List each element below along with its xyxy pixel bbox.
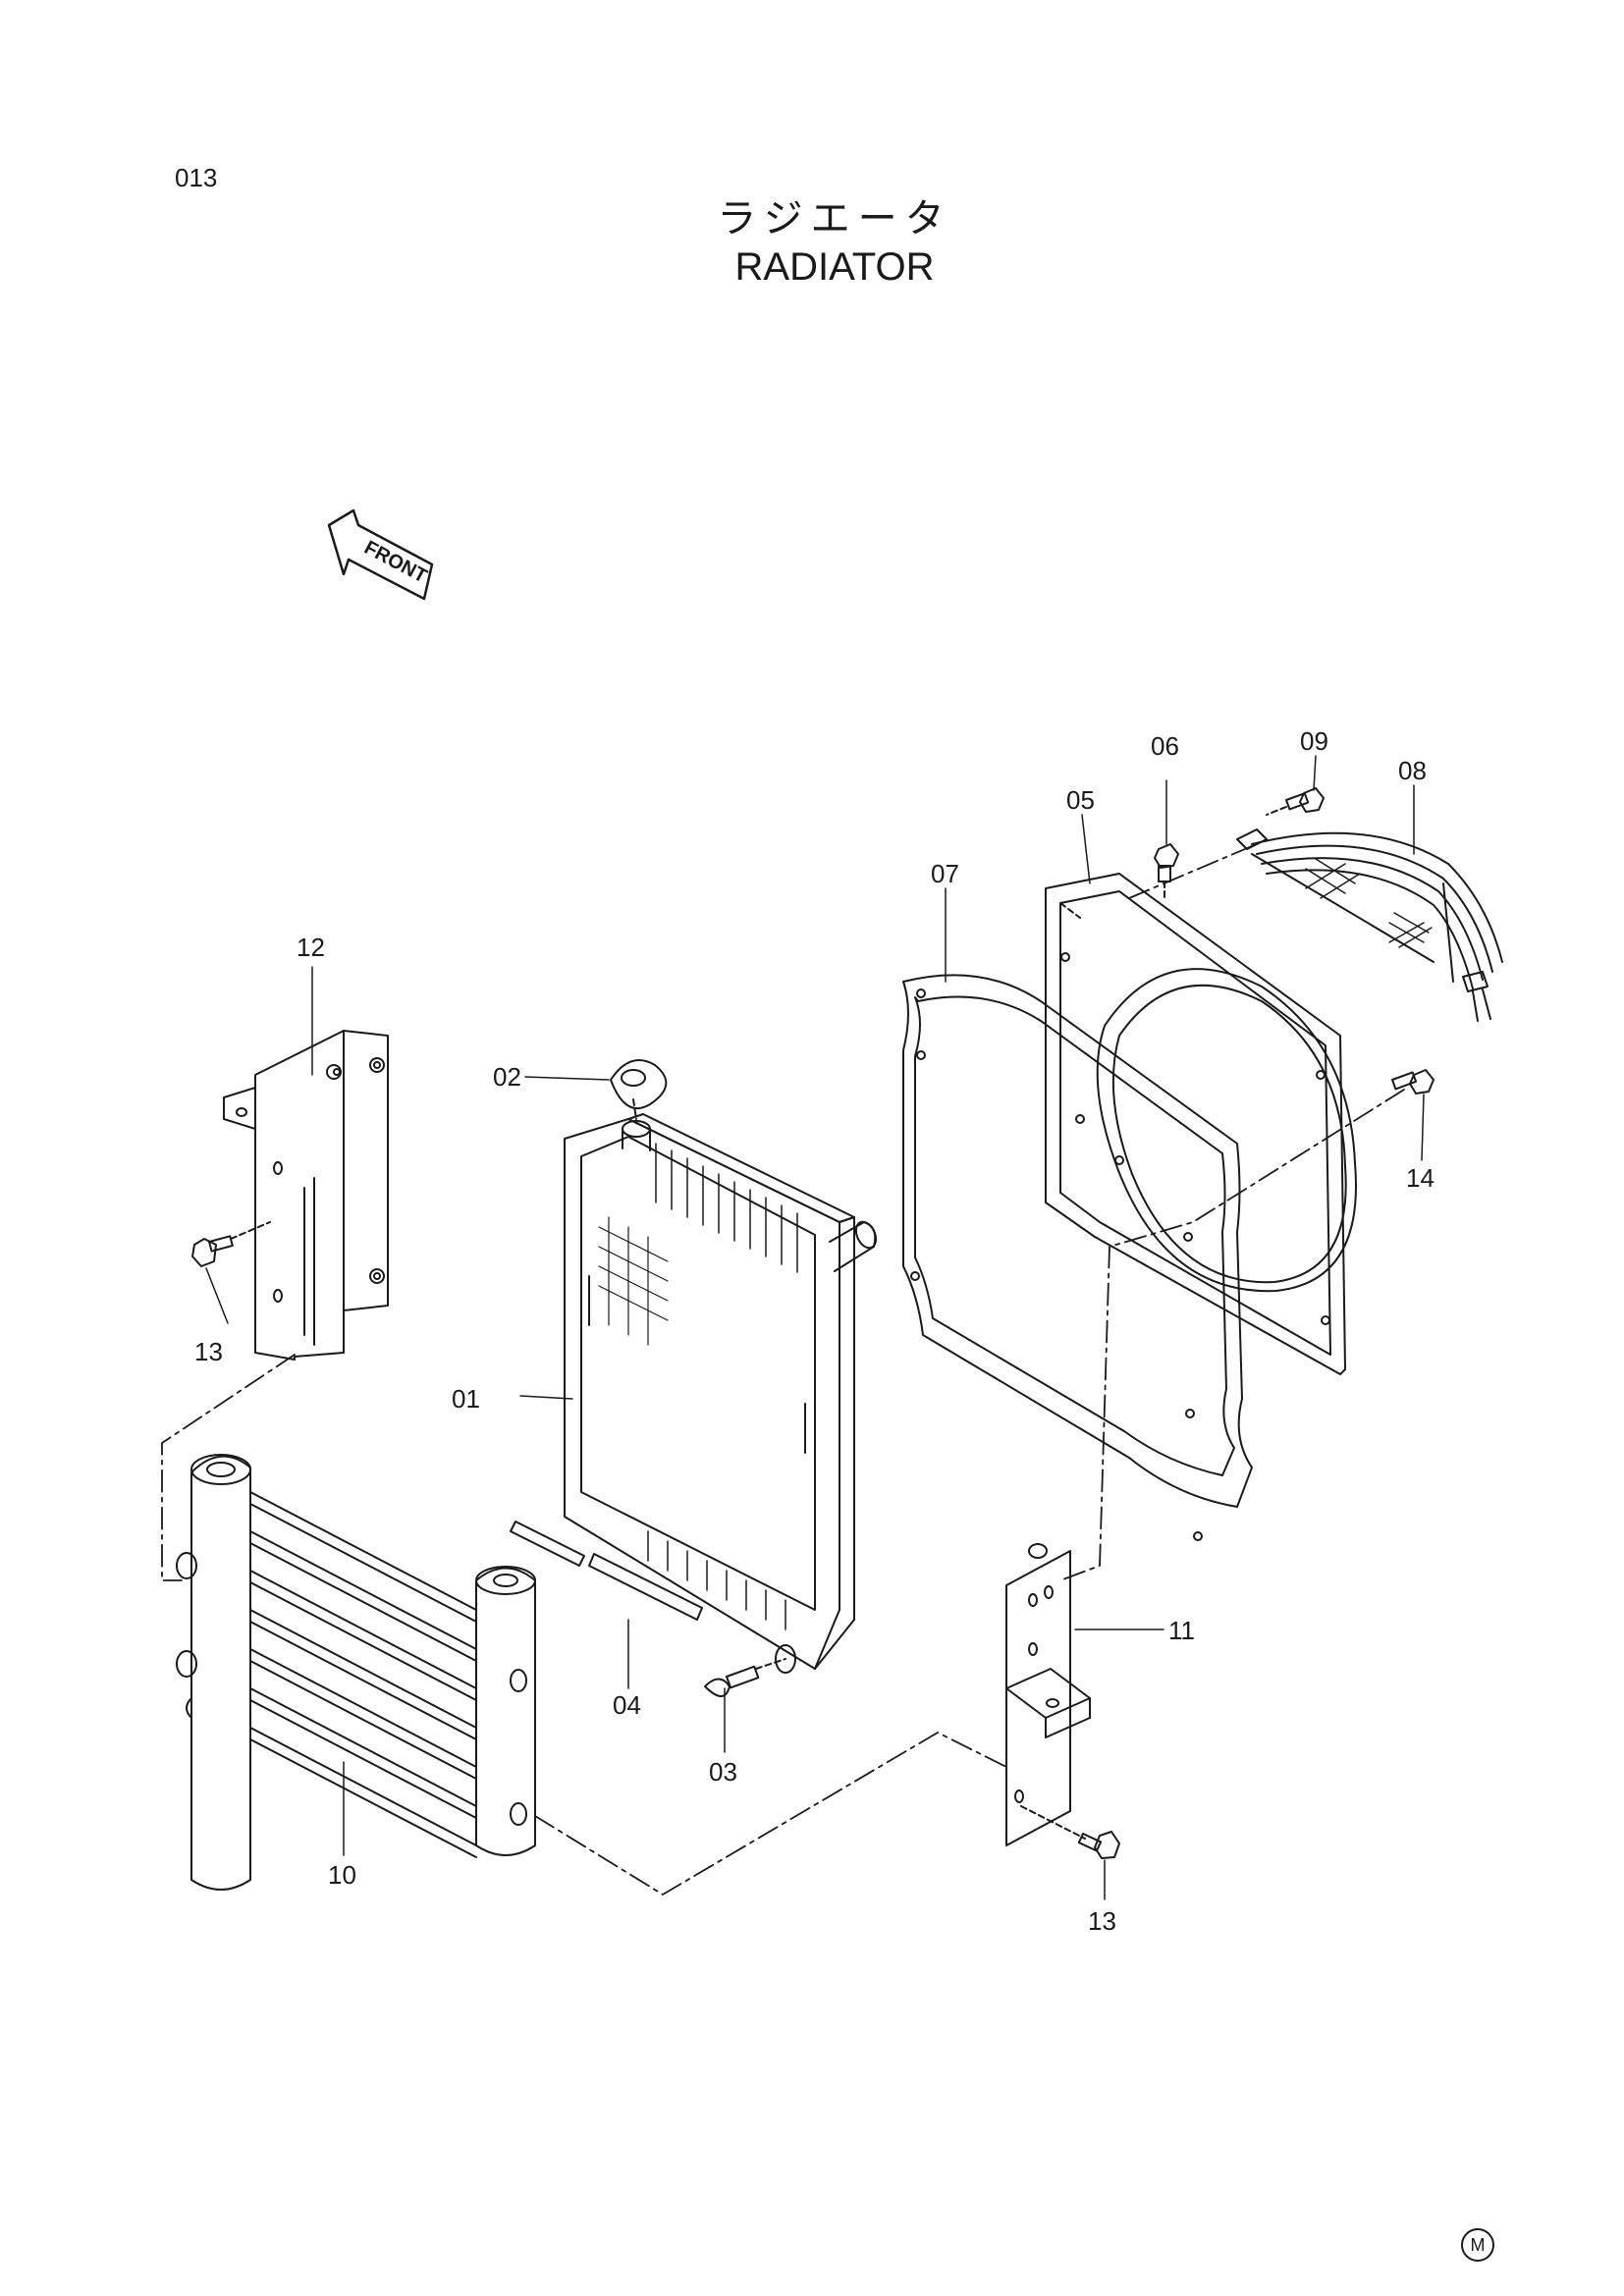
part-13-bolt-left xyxy=(192,1222,270,1266)
part-10-oil-cooler xyxy=(177,1455,535,1890)
part-05-fan-shroud xyxy=(1046,874,1356,1374)
part-12-bracket xyxy=(224,1031,388,1360)
callout-06: 06 xyxy=(1151,731,1179,761)
callout-03: 03 xyxy=(709,1757,737,1787)
part-04-hose xyxy=(511,1522,702,1620)
callout-11: 11 xyxy=(1168,1616,1195,1645)
part-11-bracket xyxy=(1006,1544,1090,1845)
callout-02: 02 xyxy=(493,1062,521,1092)
part-14-bolt xyxy=(1392,1070,1434,1094)
part-06-bolt xyxy=(1155,844,1178,898)
callout-01: 01 xyxy=(452,1384,480,1414)
leader-lines xyxy=(206,756,1424,1899)
callout-09: 09 xyxy=(1300,726,1328,756)
part-01-radiator xyxy=(565,1114,880,1669)
callout-12: 12 xyxy=(297,933,325,962)
callout-04: 04 xyxy=(613,1690,641,1720)
callout-14: 14 xyxy=(1406,1163,1435,1193)
title-english: RADIATOR xyxy=(734,245,935,289)
part-09-bolt xyxy=(1267,788,1324,815)
callout-07: 07 xyxy=(931,859,959,888)
part-13-bolt-right xyxy=(1021,1806,1119,1858)
callout-10: 10 xyxy=(328,1860,356,1890)
callout-13-left: 13 xyxy=(194,1337,223,1366)
callout-13-right: 13 xyxy=(1088,1906,1116,1936)
part-03-drain-cock xyxy=(705,1645,795,1696)
m-mark-symbol: M xyxy=(1461,2228,1494,2262)
assembly-lines xyxy=(162,846,1404,1895)
part-07-gasket xyxy=(903,975,1252,1540)
page-number: 013 xyxy=(175,163,218,192)
callout-05: 05 xyxy=(1066,785,1095,815)
part-08-fan-guard xyxy=(1237,829,1502,1021)
part-02-radiator-cap xyxy=(611,1060,666,1119)
title-japanese: ラジエータ xyxy=(717,196,952,241)
callout-08: 08 xyxy=(1398,756,1427,785)
front-arrow-icon: FRONT xyxy=(329,510,432,599)
